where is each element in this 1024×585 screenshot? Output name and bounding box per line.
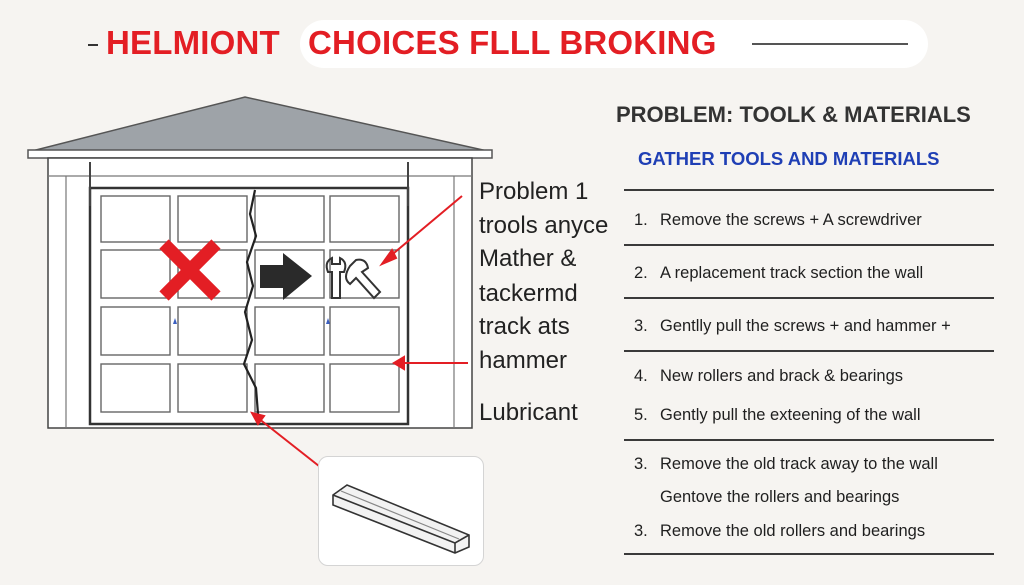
- divider: [624, 350, 994, 352]
- track-rail-icon: [332, 484, 470, 554]
- divider: [624, 439, 994, 441]
- list-item: 3.Remove the old rollers and bearings: [634, 522, 926, 540]
- list-item: 3.Remove the old track away to the wall: [634, 455, 938, 473]
- red-x-icon: [159, 239, 221, 301]
- callout-arrows: [250, 195, 468, 471]
- title-rule: [752, 43, 908, 45]
- roof-fascia: [27, 149, 493, 159]
- divider: [624, 297, 994, 299]
- divider: [624, 189, 994, 191]
- list-item: 2.A replacement track section the wall: [634, 264, 924, 282]
- list-item: 1.Remove the screws + A screwdriver: [634, 211, 922, 229]
- door-label-7: Lubricant: [479, 399, 578, 426]
- door-label-1: Problem 1: [479, 178, 589, 205]
- divider: [624, 553, 994, 555]
- list-item: Gentove the rollers and bearings: [660, 488, 900, 506]
- garage-roof: [27, 96, 493, 153]
- wrench-tools-icon: [325, 256, 382, 300]
- track-rail-card: [318, 456, 484, 566]
- panel-subheading: GATHER TOOLS AND MATERIALS: [638, 148, 940, 169]
- list-item: 3.Gentlly pull the screws + and hammer +: [634, 317, 951, 335]
- door-panels: [100, 195, 400, 413]
- page-title: HELMIONT CHOICES FLLL BROKING: [106, 24, 717, 61]
- panel-heading: PROBLEM: TOOLK & MATERIALS: [616, 102, 971, 127]
- right-arrow-icon: [260, 253, 312, 300]
- door-crack: [242, 189, 260, 415]
- door-label-2: trools anyce: [479, 212, 609, 239]
- divider: [624, 244, 994, 246]
- title-dash: [88, 44, 98, 46]
- list-item: 5.Gently pull the exteening of the wall: [634, 406, 921, 424]
- door-label-5: track ats: [479, 313, 570, 340]
- door-label-4: tackermd: [479, 280, 578, 307]
- door-label-3: Mather &: [479, 245, 577, 272]
- list-item: 4.New rollers and brack & bearings: [634, 367, 904, 385]
- door-label-6: hammer: [479, 347, 568, 374]
